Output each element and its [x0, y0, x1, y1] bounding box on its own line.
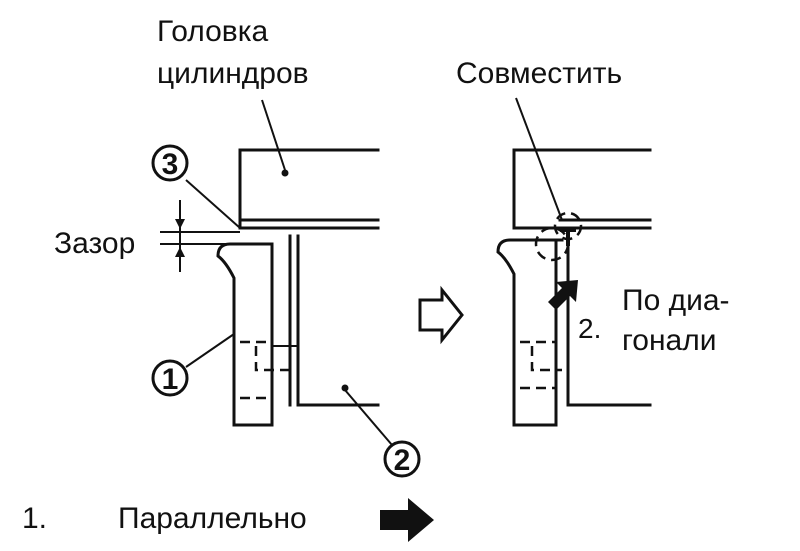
align-circle-lower	[534, 226, 570, 262]
right-view	[496, 97, 652, 427]
left-hidden-bolt	[254, 346, 290, 372]
gap-label: Зазор	[54, 227, 135, 260]
align-mark	[560, 228, 576, 246]
diagonal-arrow-icon	[548, 280, 578, 310]
diagonal-label-line-2: гонали	[622, 324, 716, 357]
left-head-dot	[281, 169, 289, 177]
callout-3: 3	[151, 144, 189, 182]
diagonal-label-line-1: По диа-	[622, 284, 730, 317]
cylinder-head-label-line-1: Головка	[157, 15, 269, 48]
right-outline-arrow-icon	[418, 285, 464, 345]
callout-1: 1	[151, 359, 189, 397]
left-cylinder-head	[238, 148, 380, 230]
diagonal-number: 2.	[578, 313, 601, 344]
left-block-dot	[341, 384, 349, 392]
parallel-label: Параллельно	[118, 502, 307, 535]
svg-text:2: 2	[394, 444, 411, 477]
cylinder-head-leader	[261, 99, 286, 171]
right-hidden-bolt	[530, 346, 562, 372]
callout-2: 2	[383, 440, 421, 478]
left-lower-block	[296, 234, 380, 407]
parallel-number: 1.	[22, 502, 47, 535]
callout-2-leader	[344, 389, 393, 446]
callout-1-leader	[185, 333, 235, 368]
callout-3-leader	[185, 179, 241, 229]
left-view	[160, 99, 393, 446]
right-filled-arrow-icon	[380, 498, 434, 542]
right-bracket-part-1	[496, 238, 564, 427]
left-bracket-hidden-lines	[240, 340, 272, 400]
cylinder-head-label-line-2: цилиндров	[157, 57, 309, 90]
svg-text:1: 1	[162, 363, 179, 396]
gap-dimension	[160, 200, 240, 272]
align-leader	[515, 97, 563, 221]
right-bracket-hidden-lines	[520, 340, 556, 390]
right-cylinder-head	[512, 148, 652, 230]
svg-text:3: 3	[162, 148, 179, 181]
align-label: Совместить	[456, 57, 622, 90]
